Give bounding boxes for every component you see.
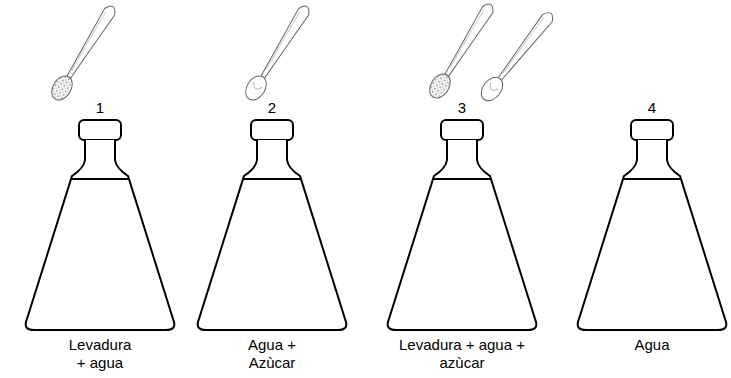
flask-caption: Agua <box>592 336 712 354</box>
callout-number: 2 <box>257 99 287 117</box>
callout-number: 4 <box>637 99 667 117</box>
flask-caption: Levadura + agua <box>64 336 136 372</box>
callout-number: 3 <box>447 99 477 117</box>
erlenmeyer-flask <box>198 120 347 330</box>
flask-caption: Levadura + agua + azùcar <box>398 336 526 372</box>
spoon-sugar <box>477 8 558 105</box>
spoon-yeast <box>47 2 120 104</box>
spoon-sugar <box>241 2 314 104</box>
erlenmeyer-flask <box>388 120 537 330</box>
flask-caption: Agua + Azùcar <box>241 336 303 372</box>
callout-number: 1 <box>85 99 115 117</box>
erlenmeyer-flask <box>578 120 727 330</box>
erlenmeyer-flask <box>26 120 175 330</box>
